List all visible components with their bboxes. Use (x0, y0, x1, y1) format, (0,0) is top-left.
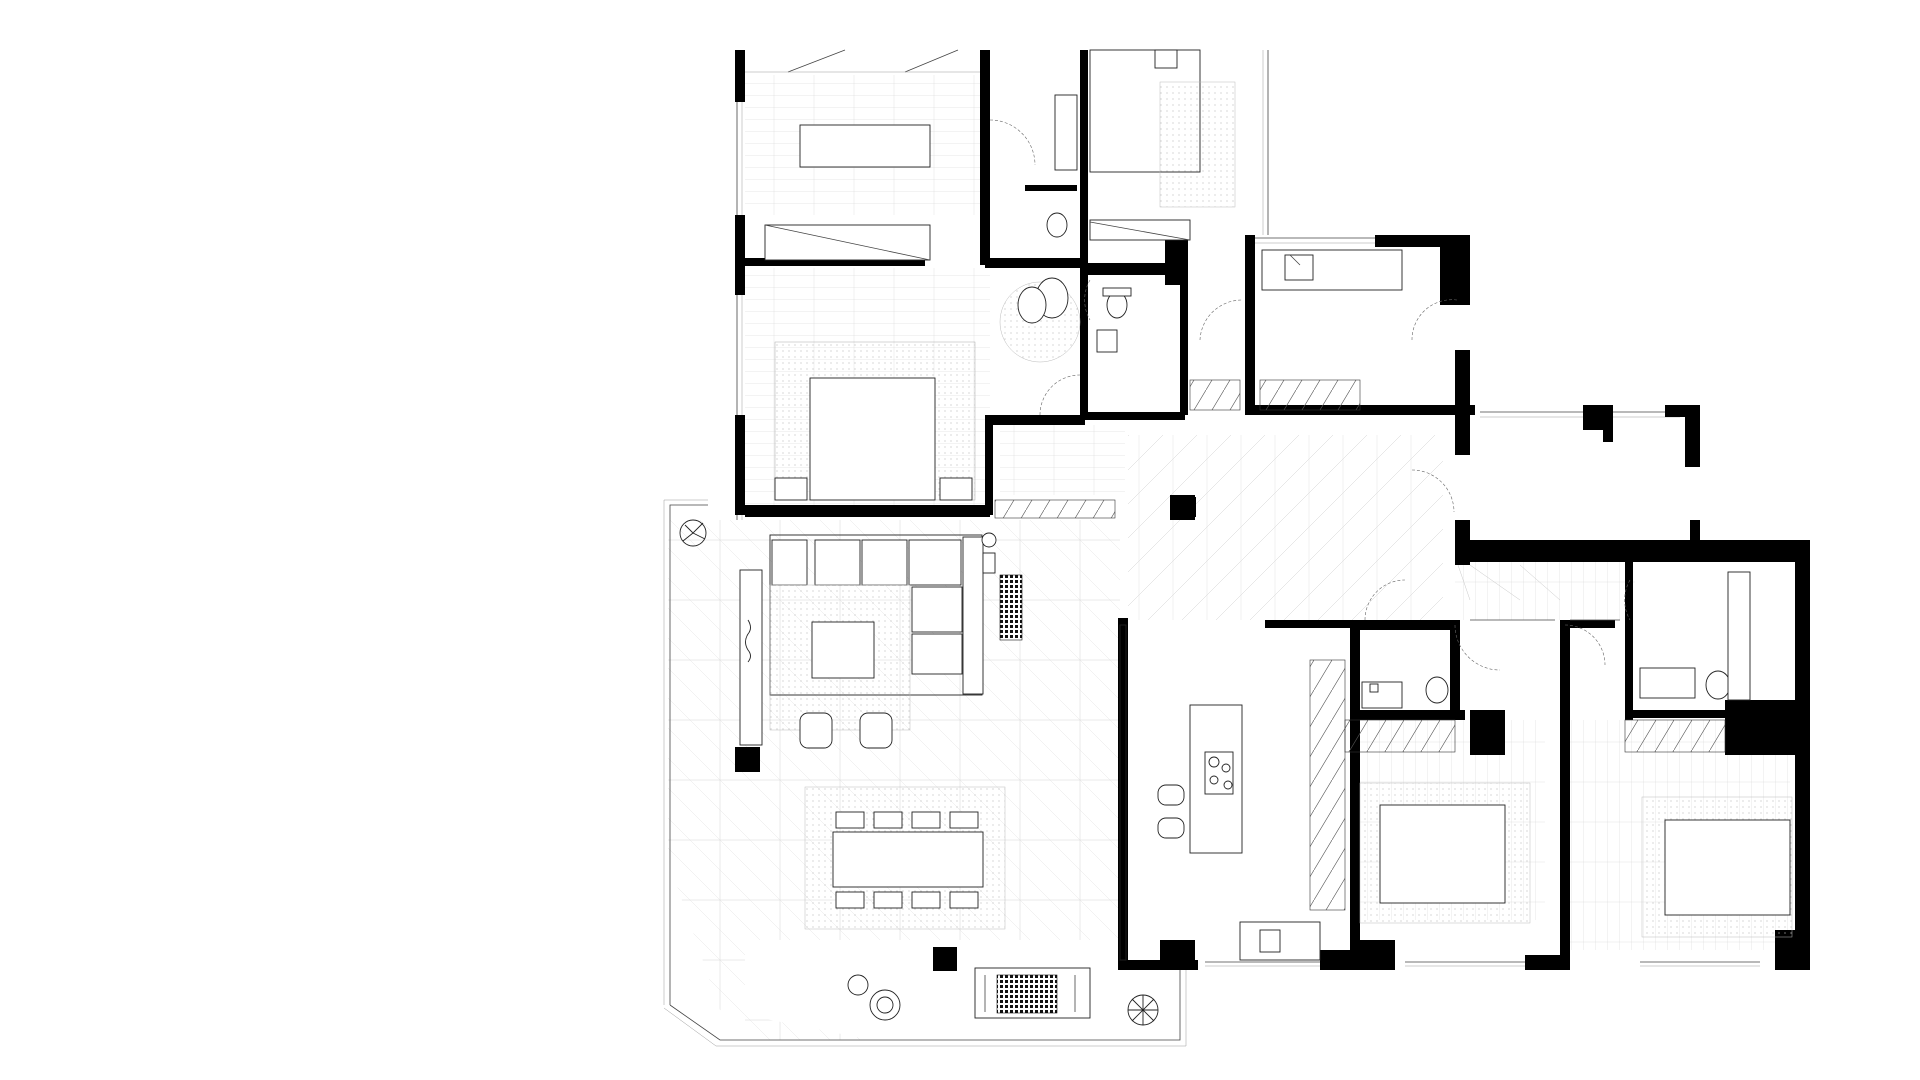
wc-fixtures (1096, 287, 1132, 353)
dining-area (804, 786, 1006, 930)
floor-lamp (981, 532, 997, 574)
bar-stools (1157, 784, 1185, 839)
bed-3 (1641, 796, 1793, 938)
desk (799, 124, 931, 168)
kitchen-island (1189, 704, 1243, 854)
media-console (739, 569, 763, 746)
plant-corner (679, 519, 707, 547)
bathroom-2-fixtures (1361, 676, 1449, 709)
sofa (769, 534, 984, 696)
bathroom-3-fixtures (1639, 571, 1751, 701)
bathroom-fixtures-top (1046, 49, 1236, 241)
terrace-daybed (974, 967, 1091, 1019)
built-in-storage (994, 379, 1726, 911)
terrace-plant (1127, 994, 1159, 1026)
coffee-table (811, 621, 875, 679)
kitchen-counter (1119, 624, 1321, 961)
bed-2 (1359, 782, 1531, 924)
corridor-lines (1457, 564, 1620, 621)
terrace-pots (847, 974, 901, 1021)
armchairs (799, 712, 893, 749)
utility-sink (1261, 249, 1403, 291)
bed-area-rug (774, 341, 976, 501)
lounge-chair (999, 277, 1081, 363)
woven-rug-small (999, 574, 1023, 641)
wardrobe-bench (764, 224, 931, 261)
hall-column (1176, 497, 1196, 517)
door-swings (989, 119, 1631, 671)
